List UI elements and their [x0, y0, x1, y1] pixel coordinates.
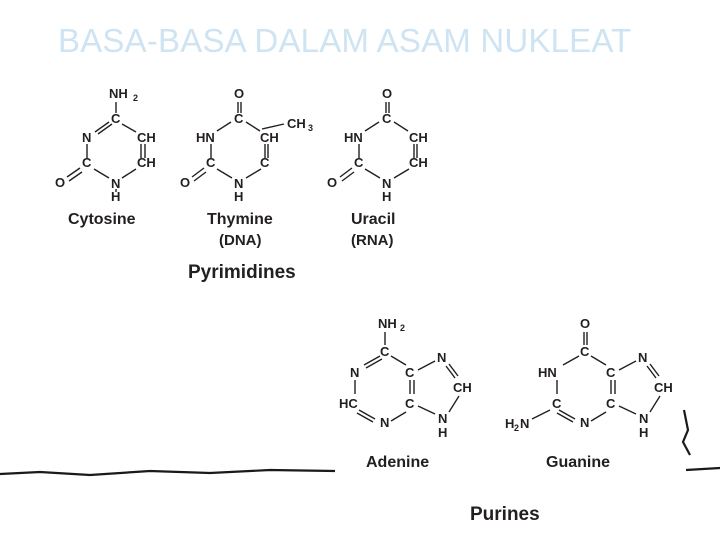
atom-o2: O — [55, 175, 65, 190]
amino-group-label: NH — [378, 316, 397, 331]
atom-c4: C — [234, 111, 244, 126]
atom-c2: C — [206, 155, 216, 170]
atom-n7: N — [437, 350, 446, 365]
adenine-name: Adenine — [366, 454, 429, 471]
atom-c2: C — [82, 155, 92, 170]
atom-c4: C — [405, 396, 415, 411]
atom-h1: H — [382, 189, 391, 204]
torn-paper-edge-mark — [681, 409, 691, 456]
atom-n3: HN — [196, 130, 215, 145]
atom-h1: H — [234, 189, 243, 204]
atom-n3: HN — [344, 130, 363, 145]
atom-n1: N — [350, 365, 359, 380]
atom-c6: CH — [137, 155, 156, 170]
methyl-group-subscript: 3 — [308, 123, 313, 133]
atom-c4: C — [606, 396, 616, 411]
atom-c4: C — [382, 111, 392, 126]
purines-heading: Purines — [470, 504, 540, 525]
atom-n7: N — [638, 350, 647, 365]
atom-c6: CH — [409, 155, 428, 170]
cytosine-name: Cytosine — [68, 211, 136, 228]
cytosine-structure: NH 2 C N C N H CH CH O — [55, 86, 156, 204]
atom-h9: H — [639, 425, 648, 440]
atom-n9: N — [639, 411, 648, 426]
atom-c2: HC — [339, 396, 358, 411]
uracil-name: Uracil — [351, 211, 395, 228]
atom-n3: N — [580, 415, 589, 430]
amino-group-h: H — [505, 416, 514, 431]
thymine-structure: O C CH 3 HN CH C C O N H — [180, 86, 313, 204]
atom-n3: N — [380, 415, 389, 430]
atom-c6: C — [260, 155, 270, 170]
atom-n1: HN — [538, 365, 557, 380]
atom-h9: H — [438, 425, 447, 440]
slide-title: BASA-BASA DALAM ASAM NUKLEAT — [58, 22, 632, 59]
amino-group-label: NH — [109, 86, 128, 101]
torn-paper-edge-right — [685, 466, 720, 472]
atom-c5: CH — [409, 130, 428, 145]
methyl-group-label: CH — [287, 116, 306, 131]
thymine-name: Thymine — [207, 211, 273, 228]
atom-h1: H — [111, 189, 120, 204]
atom-c5: CH — [137, 130, 156, 145]
atom-n1: N — [111, 176, 120, 191]
atom-c5: CH — [260, 130, 279, 145]
amino-group-subscript: 2 — [514, 423, 519, 433]
amino-group-subscript: 2 — [400, 323, 405, 333]
atom-n3: N — [82, 130, 91, 145]
atom-c5: C — [606, 365, 616, 380]
amino-group-n: N — [520, 416, 529, 431]
atom-c6: C — [380, 344, 390, 359]
atom-o2: O — [180, 175, 190, 190]
pyrimidines-heading: Pyrimidines — [188, 262, 296, 283]
amino-group-subscript: 2 — [133, 93, 138, 103]
atom-c2: C — [552, 396, 562, 411]
atom-c6: C — [580, 344, 590, 359]
atom-n9: N — [438, 411, 447, 426]
atom-o4: O — [382, 86, 392, 101]
atom-o4: O — [234, 86, 244, 101]
atom-c4: C — [111, 111, 121, 126]
atom-c2: C — [354, 155, 364, 170]
atom-o6: O — [580, 316, 590, 331]
guanine-name: Guanine — [546, 454, 610, 471]
uracil-note: (RNA) — [351, 232, 394, 249]
adenine-structure: NH 2 C N HC N C C N CH N H — [339, 316, 472, 440]
atom-c8: CH — [453, 380, 472, 395]
guanine-structure: O C HN C N H 2 N C C N CH N H — [505, 316, 673, 440]
thymine-note: (DNA) — [219, 232, 262, 249]
atom-o2: O — [327, 175, 337, 190]
atom-n1: N — [382, 176, 391, 191]
atom-c5: C — [405, 365, 415, 380]
atom-c8: CH — [654, 380, 673, 395]
uracil-structure: O C HN CH C CH O N H — [327, 86, 428, 204]
atom-n1: N — [234, 176, 243, 191]
torn-paper-edge — [0, 468, 336, 477]
